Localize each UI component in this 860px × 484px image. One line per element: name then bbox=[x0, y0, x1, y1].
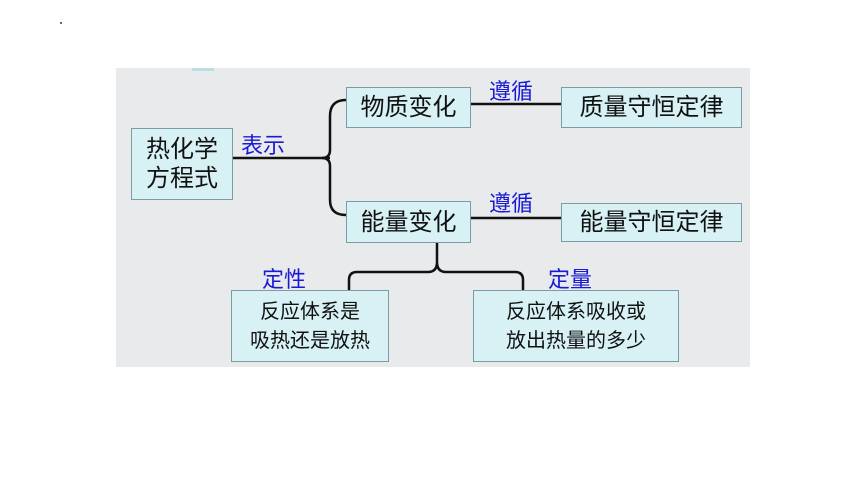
equation-text: 热化学 方程式 bbox=[146, 135, 218, 192]
brace-connector bbox=[321, 98, 347, 217]
quantitative-text: 反应体系吸收或 放出热量的多少 bbox=[506, 299, 646, 352]
stray-dot bbox=[60, 22, 62, 24]
panel-accent bbox=[192, 68, 214, 71]
lower-bracket bbox=[347, 243, 525, 290]
matter-change-node: 物质变化 bbox=[346, 87, 471, 128]
mass-law-text: 质量守恒定律 bbox=[579, 93, 724, 122]
qualitative-node: 反应体系是 吸热还是放热 bbox=[231, 290, 389, 362]
energy-law-node: 能量守恒定律 bbox=[561, 203, 742, 242]
energy-change-node: 能量变化 bbox=[346, 201, 471, 243]
qualitative-text: 反应体系是 吸热还是放热 bbox=[250, 299, 370, 352]
label-follows-bottom: 遵循 bbox=[489, 192, 534, 217]
label-quantitative: 定量 bbox=[548, 268, 593, 293]
mass-law-node: 质量守恒定律 bbox=[561, 87, 742, 128]
energy-change-text: 能量变化 bbox=[360, 207, 457, 236]
quantitative-node: 反应体系吸收或 放出热量的多少 bbox=[473, 290, 679, 362]
label-represents: 表示 bbox=[241, 134, 286, 159]
equation-node: 热化学 方程式 bbox=[131, 128, 233, 200]
label-qualitative: 定性 bbox=[262, 268, 307, 293]
matter-change-text: 物质变化 bbox=[360, 93, 457, 122]
label-follows-top: 遵循 bbox=[489, 80, 534, 105]
energy-law-text: 能量守恒定律 bbox=[579, 208, 724, 237]
